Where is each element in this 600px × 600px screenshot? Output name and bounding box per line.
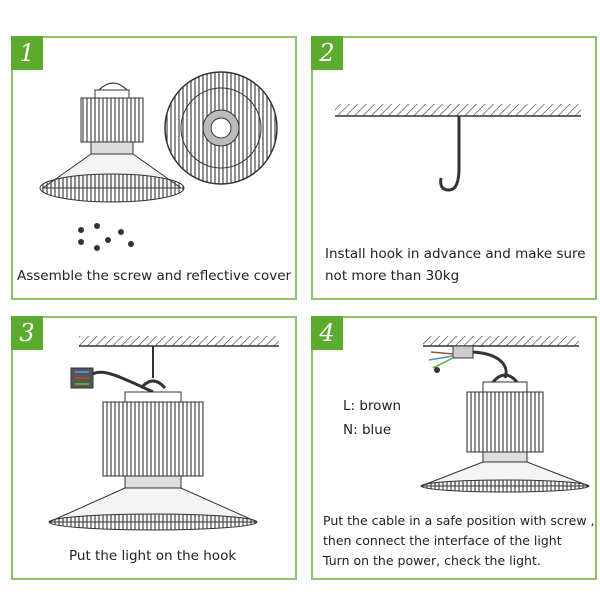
wire-label-brown: L: brown bbox=[343, 398, 402, 414]
step-2-caption-line-1: Install hook in advance and make sure bbox=[325, 246, 586, 262]
cable-connector-icon bbox=[70, 367, 154, 394]
step-1-panel: 1 bbox=[11, 36, 297, 300]
step-3-caption: Put the light on the hook bbox=[69, 548, 237, 564]
ceiling-icon bbox=[423, 336, 579, 347]
step-1-illustration bbox=[39, 71, 278, 251]
ceiling-icon bbox=[79, 336, 279, 347]
step-2-illustration bbox=[335, 104, 581, 192]
step-3-panel: 3 Put the light on the hook bbox=[11, 316, 297, 580]
reflective-cover-front-view bbox=[164, 71, 278, 185]
ceiling-icon bbox=[335, 104, 581, 117]
step-1-caption: Assemble the screw and reflective cover bbox=[17, 268, 292, 284]
step-4-illustration bbox=[420, 336, 590, 493]
step-2-panel: 2 Install hook in advance and make sure … bbox=[311, 36, 597, 300]
high-bay-light-side-view bbox=[39, 82, 185, 203]
high-bay-light-icon bbox=[48, 379, 258, 531]
hook-icon bbox=[439, 116, 461, 192]
wire-label-blue: N: blue bbox=[343, 422, 392, 438]
high-bay-light-icon bbox=[420, 373, 590, 493]
step-3-badge: 3 bbox=[11, 316, 43, 350]
step-4-caption-line-3: Turn on the power, check the light. bbox=[323, 553, 541, 568]
screws-icon bbox=[78, 223, 134, 251]
step-4-badge: 4 bbox=[311, 316, 343, 350]
step-4-caption-line-2: then connect the interface of the light bbox=[323, 533, 562, 548]
step-1-badge: 1 bbox=[11, 36, 43, 70]
step-4-caption-line-1: Put the cable in a safe position with sc… bbox=[323, 513, 595, 528]
junction-wires-icon bbox=[428, 345, 508, 379]
step-2-badge: 2 bbox=[311, 36, 343, 70]
step-2-caption-line-2: not more than 30kg bbox=[325, 268, 460, 284]
step-3-illustration bbox=[48, 336, 279, 531]
step-4-panel: 4 L: brown N: blue Put the cable in a sa… bbox=[311, 316, 597, 580]
